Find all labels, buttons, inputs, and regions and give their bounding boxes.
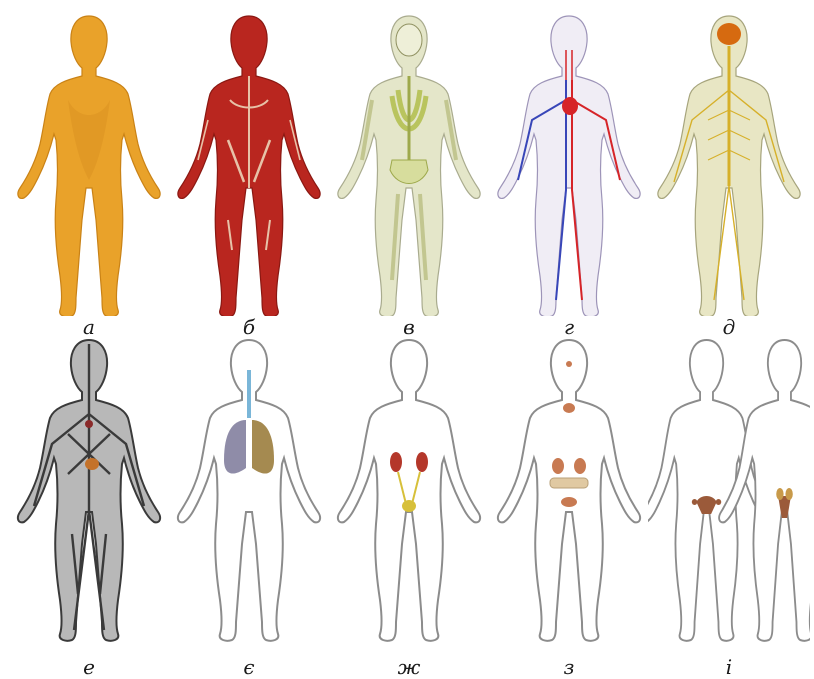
figure-h-label: ж	[328, 656, 490, 678]
figure-g-respiratory-cell: є	[168, 334, 330, 654]
nervous-body-figure	[648, 4, 810, 316]
figure-i-endocrine-cell: з	[488, 334, 650, 654]
urinary-body-figure	[328, 334, 490, 654]
figure-i-label: з	[488, 656, 650, 678]
skin-body-figure	[8, 4, 170, 316]
figure-b-muscle-cell: б	[168, 4, 330, 316]
endocrine-body-figure	[488, 334, 650, 654]
figure-a-skin-cell: а	[8, 4, 170, 316]
figure-f-label: е	[8, 656, 170, 678]
circulatory-body-figure	[488, 4, 650, 316]
reproductive-body-figures	[648, 334, 810, 654]
respiratory-body-figure	[168, 334, 330, 654]
figure-g-label: є	[168, 656, 330, 678]
figure-j-reproductive-cell: і	[648, 334, 810, 654]
figure-j-label: і	[648, 656, 810, 678]
figure-d-circulatory-cell: г	[488, 4, 650, 316]
lymphatic-body-figure	[8, 334, 170, 654]
figure-f-lymphatic-cell: е	[8, 334, 170, 654]
figure-h-urinary-cell: ж	[328, 334, 490, 654]
figure-c-skeleton-cell: в	[328, 4, 490, 316]
figure-e-nervous-cell: д	[648, 4, 810, 316]
muscle-body-figure	[168, 4, 330, 316]
skeleton-body-figure	[328, 4, 490, 316]
